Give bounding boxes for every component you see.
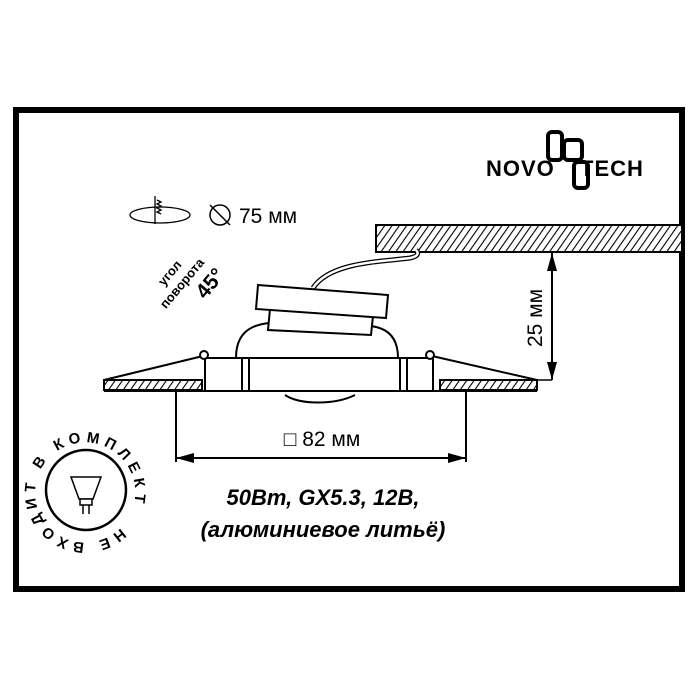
width-dimension: □ 82 мм [176,428,466,463]
frame-border [13,107,685,592]
novotech-logo: NOVO TECH [486,130,644,190]
ceiling-slab [375,224,683,253]
lamp-not-included-badge: НЕ ВХОДИТ В КОМПЛЕКТ [22,429,147,555]
cutout-diameter-label: 75 мм [239,205,297,228]
square-symbol: □ [284,428,297,451]
height-dimension: 25 мм [524,253,557,381]
height-dimension-label: 25 мм [524,289,547,347]
width-value: 82 мм [302,428,360,451]
fixture-drawing [103,283,538,462]
spec-line-1: 50Вт, GX5.3, 12В, [227,485,420,510]
logo-text-right: TECH [580,156,644,181]
wire [310,248,421,290]
width-dimension-label: □ 82 мм [284,428,361,451]
mr16-lamp-icon [69,476,103,514]
ceiling-hole-icon [129,196,191,224]
logo-text-left: NOVO [486,156,555,181]
spec-line-2: (алюминиевое литьё) [201,517,446,542]
rotation-angle-label: угол поворота 45° [155,255,230,312]
diameter-icon [209,204,231,226]
